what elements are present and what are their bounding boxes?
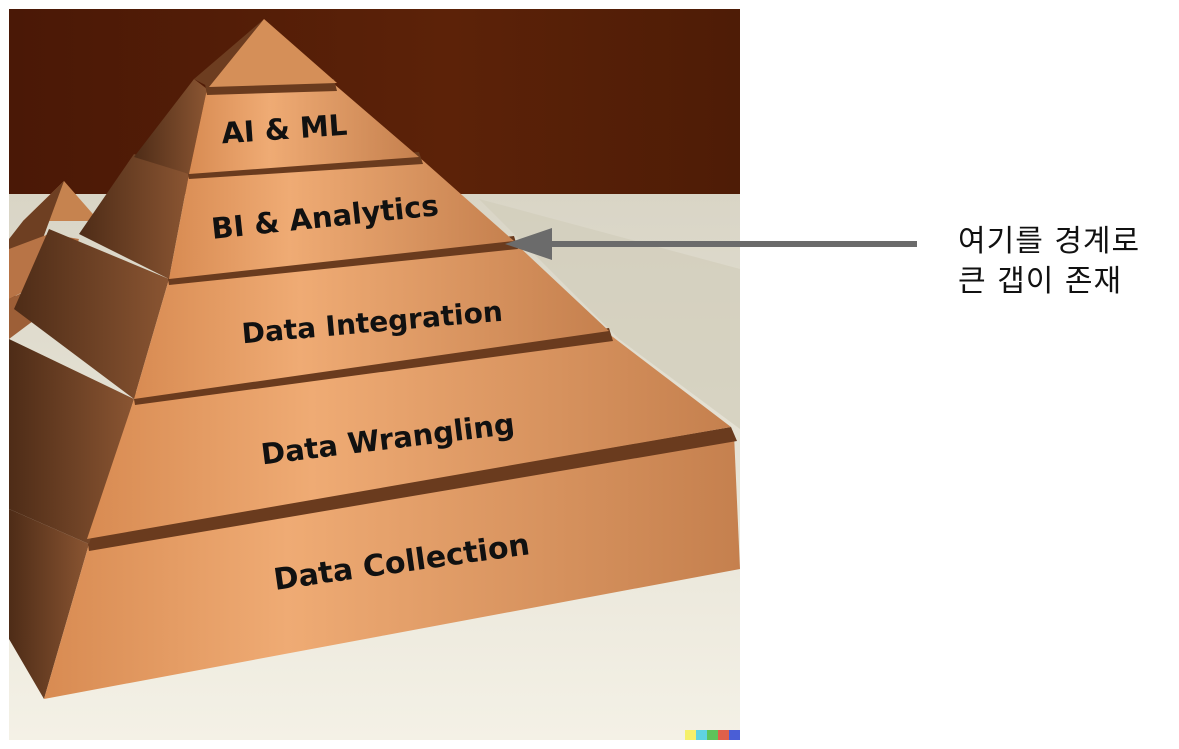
watermark-swatch <box>707 730 718 740</box>
annotation-text: 여기를 경계로 큰 갭이 존재 <box>958 222 1140 302</box>
annotation-line-1: 여기를 경계로 <box>958 224 1141 259</box>
pyramid-image: AI & ML BI & Analytics Data Integration … <box>9 9 740 740</box>
pyramid-body <box>9 19 740 699</box>
annotation-line-2: 큰 갭이 존재 <box>958 264 1123 299</box>
watermark-swatch <box>696 730 707 740</box>
watermark-swatch <box>729 730 740 740</box>
watermark-swatch <box>718 730 729 740</box>
watermark-swatch <box>685 730 696 740</box>
watermark-strip <box>685 730 740 740</box>
